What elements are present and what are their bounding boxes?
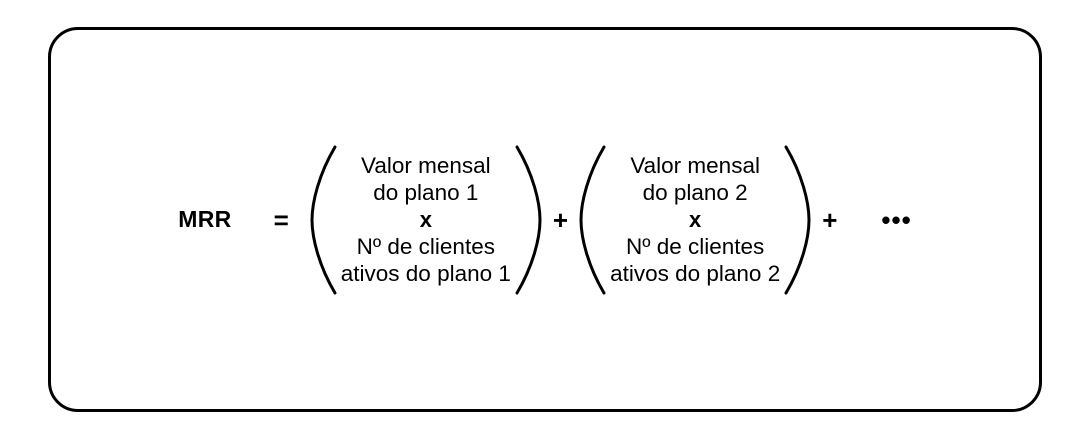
ellipsis-label: ••• (881, 204, 912, 235)
open-parenthesis-icon (309, 144, 339, 296)
term-1-line-1: Valor mensal (361, 153, 491, 178)
formula-card-border (48, 27, 1042, 412)
equals-sign: = (273, 204, 289, 235)
close-parenthesis-icon (782, 144, 812, 296)
term-1-multiply-operator: x (419, 207, 432, 232)
close-parenthesis-icon (513, 144, 543, 296)
term-2-line-1: Valor mensal (630, 153, 760, 178)
formula-term-2-body: Valor mensal do plano 2 x Nº de clientes… (608, 152, 782, 287)
open-parenthesis-icon (578, 144, 608, 296)
term-1-line-4: ativos do plano 1 (340, 261, 511, 286)
formula-term-1: Valor mensal do plano 1 x Nº de clientes… (309, 144, 543, 296)
plus-sign-1: + (552, 204, 569, 235)
term-2-line-3: Nº de clientes (625, 234, 765, 259)
plus-sign-2: + (822, 204, 838, 235)
mrr-label: MRR (178, 206, 232, 232)
term-1-line-3: Nº de clientes (356, 234, 495, 259)
term-1-line-2: do plano 1 (373, 180, 479, 205)
formula-term-2: Valor mensal do plano 2 x Nº de clientes… (578, 144, 812, 296)
term-2-line-2: do plano 2 (642, 180, 748, 205)
formula-term-1-body: Valor mensal do plano 1 x Nº de clientes… (339, 152, 513, 287)
term-2-line-4: ativos do plano 2 (610, 261, 781, 286)
term-2-multiply-operator: x (689, 207, 702, 232)
